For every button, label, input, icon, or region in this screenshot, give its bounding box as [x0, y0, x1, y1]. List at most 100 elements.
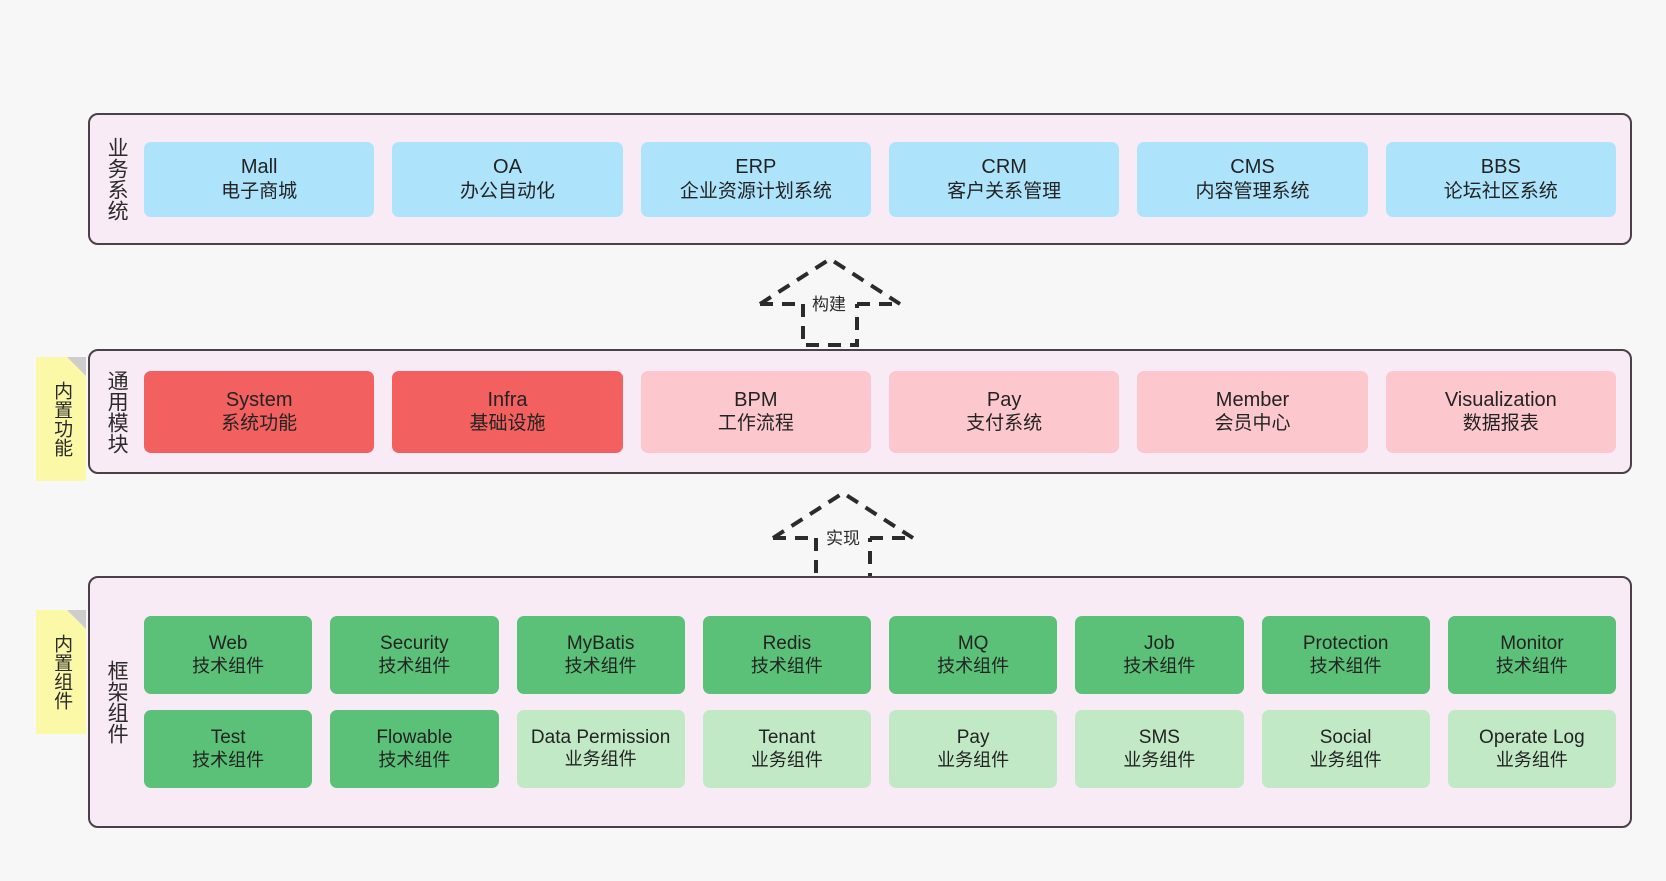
- layer-business-system: 业务系统 Mall 电子商城 OA 办公自动化 ERP 企业资源计划系统 CRM…: [88, 113, 1632, 245]
- layer-body-business-system: Mall 电子商城 OA 办公自动化 ERP 企业资源计划系统 CRM 客户关系…: [136, 115, 1630, 243]
- module-desc: 企业资源计划系统: [679, 180, 832, 202]
- note-text: 内置组件: [51, 634, 73, 710]
- module-name: Member: [1215, 388, 1290, 411]
- module-desc: 工作流程: [717, 413, 794, 435]
- component-name: Job: [1144, 633, 1175, 655]
- component-box-security[interactable]: Security 技术组件: [330, 616, 499, 694]
- module-name: CMS: [1230, 156, 1275, 179]
- note-builtin-component: 内置组件: [36, 610, 86, 734]
- component-desc: 业务组件: [750, 749, 823, 770]
- module-box-pay[interactable]: Pay 支付系统: [888, 370, 1120, 453]
- module-box-bpm[interactable]: BPM 工作流程: [640, 370, 871, 453]
- component-box-mq[interactable]: MQ 技术组件: [889, 616, 1058, 694]
- component-box-protection[interactable]: Protection 技术组件: [1261, 616, 1430, 694]
- component-desc: 技术组件: [192, 749, 265, 770]
- component-name: Redis: [762, 633, 812, 655]
- component-desc: 业务组件: [1123, 749, 1196, 770]
- build-arrow: [758, 256, 902, 347]
- layer-title-framework-component: 框架组件: [105, 660, 129, 744]
- component-desc: 业务组件: [937, 749, 1010, 770]
- module-desc: 论坛社区系统: [1443, 180, 1558, 202]
- module-box-infra[interactable]: Infra 基础设施: [392, 370, 623, 453]
- component-desc: 技术组件: [192, 655, 265, 676]
- module-box-visualization[interactable]: Visualization 数据报表: [1385, 370, 1616, 453]
- layer-row: Mall 电子商城 OA 办公自动化 ERP 企业资源计划系统 CRM 客户关系…: [144, 141, 1616, 217]
- module-desc: 系统功能: [221, 413, 298, 435]
- component-name: SMS: [1138, 727, 1180, 749]
- module-box-bbs[interactable]: BBS 论坛社区系统: [1385, 141, 1616, 217]
- component-box-operate-log[interactable]: Operate Log 业务组件: [1447, 710, 1616, 788]
- layer-framework-component: 框架组件 Web 技术组件 Security 技术组件 MyBatis 技术组件…: [88, 576, 1632, 828]
- layer-common-module: 通用模块 System 系统功能 Infra 基础设施 BPM 工作流程 Pay…: [88, 349, 1632, 474]
- module-box-member[interactable]: Member 会员中心: [1137, 370, 1368, 453]
- component-box-pay[interactable]: Pay 业务组件: [889, 710, 1058, 788]
- note-fold-icon: [67, 610, 86, 629]
- component-desc: 技术组件: [1309, 655, 1382, 676]
- component-desc: 业务组件: [1495, 749, 1568, 770]
- module-name: OA: [493, 156, 522, 179]
- module-desc: 内容管理系统: [1195, 180, 1310, 202]
- layer-body-framework-component: Web 技术组件 Security 技术组件 MyBatis 技术组件 Redi…: [136, 578, 1630, 826]
- component-box-job[interactable]: Job 技术组件: [1075, 616, 1244, 694]
- module-box-system[interactable]: System 系统功能: [144, 370, 375, 453]
- component-desc: 技术组件: [378, 655, 451, 676]
- module-name: CRM: [981, 156, 1027, 179]
- module-name: System: [225, 388, 293, 411]
- module-desc: 支付系统: [966, 413, 1043, 435]
- module-box-cms[interactable]: CMS 内容管理系统: [1137, 141, 1368, 217]
- component-desc: 技术组件: [378, 749, 451, 770]
- layer-row: System 系统功能 Infra 基础设施 BPM 工作流程 Pay 支付系统…: [144, 370, 1616, 453]
- note-text: 内置功能: [51, 381, 73, 457]
- component-box-sms[interactable]: SMS 业务组件: [1075, 710, 1244, 788]
- layer-title-business-system: 业务系统: [105, 137, 129, 221]
- component-name: MyBatis: [566, 633, 635, 655]
- module-box-oa[interactable]: OA 办公自动化: [392, 141, 623, 217]
- module-name: Pay: [986, 388, 1022, 411]
- module-name: BPM: [734, 388, 778, 411]
- module-name: BBS: [1480, 156, 1521, 179]
- component-name: Web: [208, 633, 248, 655]
- layer-body-common-module: System 系统功能 Infra 基础设施 BPM 工作流程 Pay 支付系统…: [136, 351, 1630, 472]
- component-name: MQ: [957, 633, 989, 655]
- component-name: Data Permission: [530, 727, 671, 749]
- component-box-social[interactable]: Social 业务组件: [1261, 710, 1430, 788]
- component-box-test[interactable]: Test 技术组件: [144, 710, 313, 788]
- component-name: Protection: [1302, 633, 1389, 655]
- component-box-mybatis[interactable]: MyBatis 技术组件: [516, 616, 685, 694]
- layer-title-common-module: 通用模块: [105, 369, 129, 454]
- component-box-tenant[interactable]: Tenant 业务组件: [702, 710, 871, 788]
- component-desc: 技术组件: [937, 655, 1010, 676]
- component-box-flowable[interactable]: Flowable 技术组件: [330, 710, 499, 788]
- component-name: Flowable: [376, 727, 453, 749]
- component-name: Tenant: [758, 727, 816, 749]
- module-name: Infra: [487, 388, 528, 411]
- module-box-crm[interactable]: CRM 客户关系管理: [888, 141, 1120, 217]
- module-box-erp[interactable]: ERP 企业资源计划系统: [640, 141, 871, 217]
- module-name: Visualization: [1444, 388, 1557, 411]
- component-desc: 技术组件: [564, 655, 637, 676]
- module-desc: 客户关系管理: [947, 180, 1062, 202]
- component-box-redis[interactable]: Redis 技术组件: [702, 616, 871, 694]
- module-desc: 基础设施: [469, 413, 546, 435]
- layer-row: Web 技术组件 Security 技术组件 MyBatis 技术组件 Redi…: [144, 616, 1616, 694]
- note-fold-icon: [67, 357, 86, 376]
- layer-row: Test 技术组件 Flowable 技术组件 Data Permission …: [144, 710, 1616, 788]
- component-desc: 业务组件: [1309, 749, 1382, 770]
- implement-arrow-label: 实现: [826, 529, 860, 548]
- component-box-data-permission[interactable]: Data Permission 业务组件: [516, 710, 685, 788]
- module-box-mall[interactable]: Mall 电子商城: [144, 141, 375, 217]
- component-name: Monitor: [1500, 633, 1564, 655]
- module-desc: 会员中心: [1214, 413, 1291, 435]
- component-name: Pay: [956, 727, 990, 749]
- component-box-web[interactable]: Web 技术组件: [144, 616, 313, 694]
- component-name: Test: [210, 727, 246, 749]
- component-name: Operate Log: [1479, 727, 1585, 749]
- module-desc: 办公自动化: [459, 180, 555, 202]
- component-desc: 技术组件: [1495, 655, 1568, 676]
- module-name: Mall: [240, 156, 278, 179]
- build-arrow-label: 构建: [812, 295, 846, 314]
- note-builtin-function: 内置功能: [36, 357, 86, 481]
- component-desc: 业务组件: [564, 748, 637, 769]
- component-box-monitor[interactable]: Monitor 技术组件: [1447, 616, 1616, 694]
